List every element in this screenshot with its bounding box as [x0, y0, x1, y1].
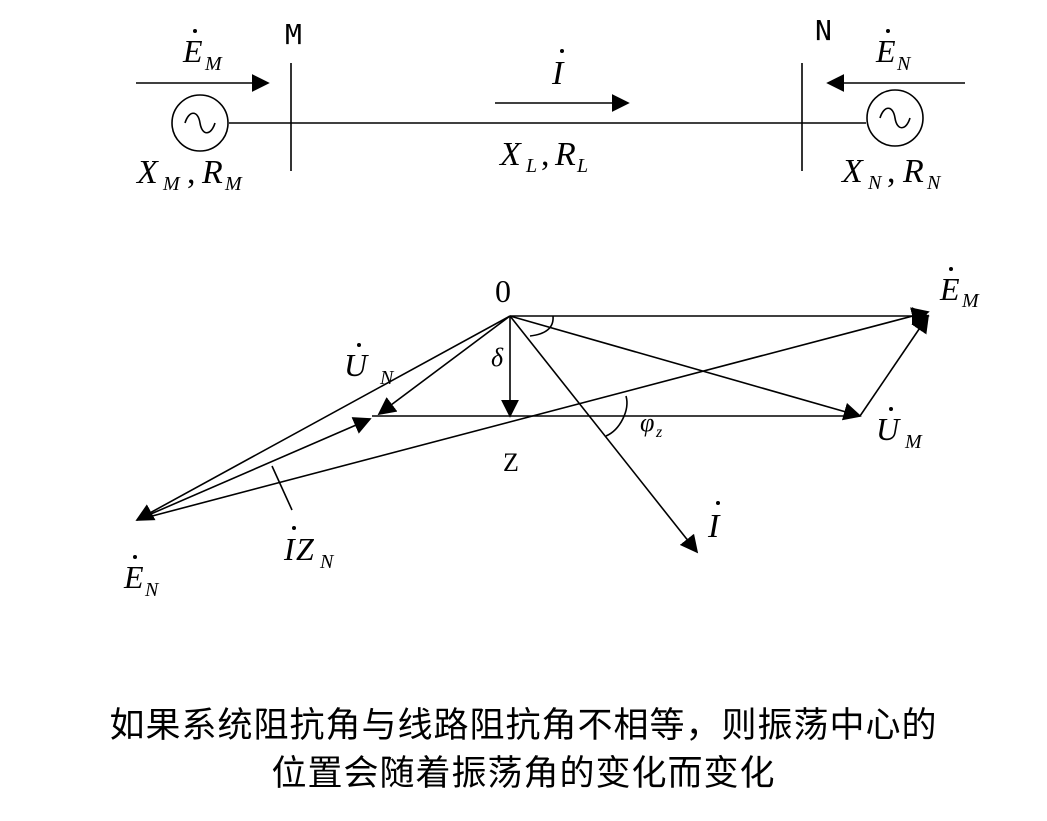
svg-text:E: E [939, 271, 960, 307]
svg-text:N: N [144, 579, 160, 601]
phasor-en-to-em [136, 307, 930, 521]
phasor-um-label: U M [876, 407, 923, 453]
svg-text:X: X [840, 153, 864, 190]
phasor-current [509, 315, 699, 554]
delta-angle-arc [529, 315, 554, 337]
source-n-impedance-label: X N , R N [840, 153, 942, 194]
svg-text:X: X [135, 154, 159, 191]
svg-text:R: R [902, 153, 924, 190]
svg-text:,: , [541, 136, 550, 173]
phi-label: φ z [640, 408, 663, 441]
svg-text:z: z [655, 424, 663, 441]
single-line-diagram [136, 63, 965, 171]
generator-m-icon [171, 94, 229, 152]
phasor-en-to-un [136, 417, 372, 521]
svg-text:I: I [551, 55, 565, 92]
emf-n-label: E N [875, 29, 912, 75]
phasor-um-to-em [859, 314, 930, 417]
svg-text:,: , [187, 154, 196, 191]
phasor-um [509, 315, 862, 421]
phasor-en-label: E N [123, 555, 160, 601]
generator-n-sine-icon [879, 107, 911, 129]
line-impedance-label: X L , R L [498, 136, 588, 177]
phasor-en [135, 315, 511, 521]
svg-text:I: I [707, 508, 721, 545]
svg-text:M: M [224, 173, 243, 195]
phasor-un [377, 315, 511, 416]
svg-text:E: E [182, 33, 203, 69]
generator-m-sine-icon [184, 112, 216, 134]
bus-n-label: N [815, 14, 832, 47]
caption-line-2: 位置会随着振荡角的变化而变化 [271, 754, 776, 794]
delta-label: δ [491, 343, 504, 372]
svg-text:N: N [926, 172, 942, 194]
svg-text:U: U [344, 347, 369, 383]
z-label: Z [503, 448, 519, 477]
phasor-em-label: E M [939, 267, 980, 312]
phasor-diagram [135, 307, 930, 554]
generator-n-icon [866, 89, 924, 147]
origin-label: 0 [495, 273, 511, 309]
phasor-un-label: U N [344, 343, 395, 389]
svg-text:I: I [283, 531, 296, 567]
current-label: I [551, 49, 565, 92]
svg-text:N: N [379, 367, 395, 389]
svg-text:E: E [123, 559, 144, 595]
svg-text:L: L [576, 155, 588, 177]
svg-text:E: E [875, 33, 896, 69]
izn-leader-line [271, 465, 293, 511]
svg-text:R: R [201, 154, 223, 191]
svg-text:M: M [162, 173, 181, 195]
phasor-current-label: I [707, 501, 721, 545]
caption-line-1: 如果系统阻抗角与线路阻抗角不相等，则振荡中心的 [109, 706, 938, 746]
svg-text:,: , [887, 153, 896, 190]
emf-m-label: E M [182, 29, 223, 75]
svg-text:R: R [554, 136, 576, 173]
svg-text:N: N [319, 551, 335, 573]
svg-text:L: L [525, 155, 537, 177]
svg-text:N: N [867, 172, 883, 194]
svg-text:N: N [896, 53, 912, 75]
svg-text:M: M [904, 431, 923, 453]
svg-text:X: X [498, 136, 522, 173]
svg-text:M: M [204, 53, 223, 75]
svg-text:Z: Z [296, 531, 315, 567]
svg-text:U: U [876, 411, 901, 447]
source-m-impedance-label: X M , R M [135, 154, 243, 195]
phi-angle-arc [605, 395, 628, 437]
svg-text:M: M [961, 290, 980, 312]
izn-label: I Z N [283, 526, 335, 573]
bus-m-label: M [285, 18, 302, 51]
svg-text:φ: φ [640, 408, 654, 437]
